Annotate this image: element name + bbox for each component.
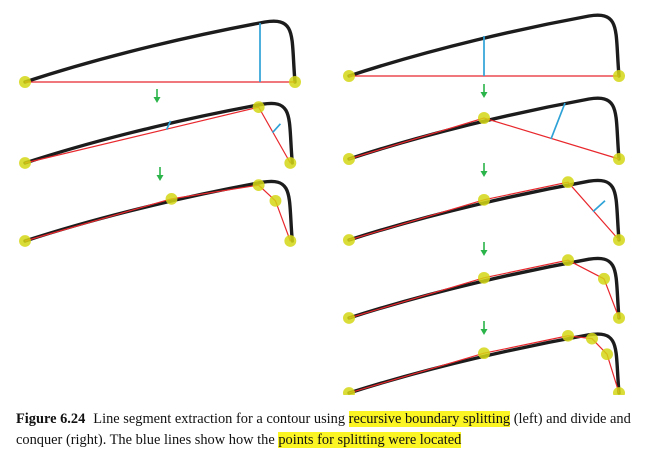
split-point [19, 157, 31, 169]
figure-caption: Figure 6.24 Line segment extraction for a… [16, 409, 642, 451]
split-point [269, 194, 282, 207]
contour-curve [347, 178, 621, 242]
caption-highlight: points for splitting were located [278, 432, 462, 448]
down-arrow [479, 162, 489, 178]
right-step-1 [343, 13, 625, 82]
polyline-segments [348, 335, 620, 394]
down-arrow [479, 241, 489, 257]
right-step-4 [343, 254, 625, 324]
polyline-segments [24, 106, 291, 164]
split-point [478, 193, 490, 206]
contour-curve [347, 332, 621, 395]
polyline-segments [348, 259, 620, 319]
figure-label: Figure 6.24 [16, 411, 86, 427]
contour-curve [23, 19, 297, 84]
caption-text: Line segment extraction for a contour us… [93, 411, 349, 427]
split-point [478, 347, 490, 360]
caption-highlight: recursive boundary splitting [348, 411, 511, 427]
down-arrow [479, 83, 489, 99]
split-point [289, 76, 301, 88]
polyline-segments [24, 184, 291, 242]
contour-curve [347, 256, 621, 320]
down-arrow [152, 88, 162, 104]
split-point [343, 312, 355, 324]
contour-curve [23, 101, 294, 165]
split-point [562, 176, 574, 189]
caption-text: (left) and divide and conquer (right). T… [16, 411, 631, 448]
split-point [601, 348, 613, 361]
polyline-segments [348, 181, 620, 241]
split-point [343, 153, 355, 165]
split-point [343, 70, 355, 82]
split-distance-line [165, 120, 172, 131]
left-step-3 [19, 179, 297, 247]
split-point [252, 101, 265, 114]
split-point [19, 76, 31, 88]
split-point [613, 312, 625, 324]
split-point [19, 235, 31, 247]
split-point [284, 157, 297, 169]
split-point [343, 387, 355, 395]
down-arrow [155, 166, 165, 182]
split-point [252, 179, 265, 192]
split-point [613, 234, 625, 246]
split-point [613, 70, 625, 82]
left-step-2 [19, 101, 297, 169]
split-point [284, 235, 297, 247]
right-step-5 [343, 329, 625, 395]
figure-diagram [19, 13, 625, 395]
right-step-2 [343, 96, 625, 165]
split-distance-line [550, 102, 566, 140]
split-distance-line [271, 123, 282, 134]
down-arrow [479, 320, 489, 336]
split-point [165, 192, 178, 205]
split-point [598, 272, 610, 285]
split-distance-line [592, 200, 606, 213]
split-point [562, 329, 574, 342]
split-point [343, 234, 355, 246]
contour-curve [23, 179, 294, 243]
split-point [562, 254, 574, 267]
polyline-segments [348, 117, 620, 160]
split-point [613, 153, 625, 165]
split-point [586, 332, 598, 345]
split-point [478, 271, 490, 284]
right-panel [343, 13, 625, 395]
left-panel [19, 19, 301, 247]
left-step-1 [19, 19, 301, 88]
split-point [613, 387, 625, 395]
right-step-3 [343, 176, 625, 246]
contour-curve [347, 96, 621, 161]
split-point [478, 112, 490, 124]
